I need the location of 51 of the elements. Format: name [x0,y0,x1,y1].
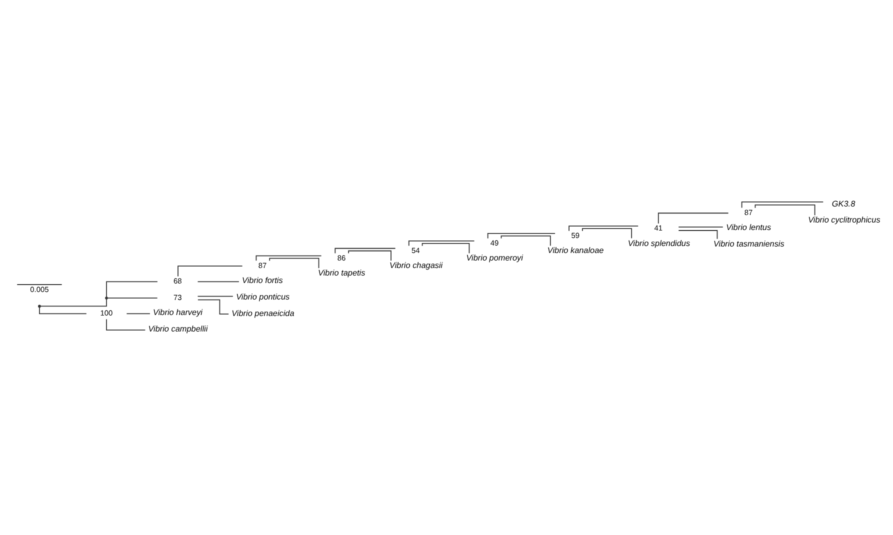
node-text: Vibrio splendidus [628,238,690,248]
node-text: Vibrio kanaloae [547,246,604,256]
connector [568,226,639,232]
node-text: Vibrio harveyi [153,308,203,318]
connector [256,255,322,262]
connector [678,226,724,228]
connector [126,313,150,314]
node-text: 87 [744,208,753,217]
connector [741,202,824,208]
connector [348,250,392,262]
node-text: Vibrio pomeroyi [466,254,523,263]
node-text: Vibrio cyclitrophicus [808,216,880,225]
node-text: 59 [571,231,580,240]
node-text: 87 [258,260,267,270]
connector [658,212,729,224]
node-text: 86 [337,253,346,262]
connector [500,236,551,246]
connector [422,242,470,254]
node-text: GK3.8 [832,199,856,208]
connector [197,281,240,282]
node-text: Vibrio campbellii [148,324,208,334]
connector [40,298,107,307]
node-text: 41 [654,224,663,233]
connector [106,281,158,298]
connector [334,248,396,254]
connector [754,204,816,216]
connector [269,258,320,269]
node-text: 73 [173,292,182,302]
connector [178,266,243,277]
connector [408,240,475,246]
connector [487,233,556,239]
node-text: Vibrio lentus [726,223,772,232]
node-text: Vibrio penaeicida [232,308,294,318]
node-text: 100 [100,308,113,318]
connector [678,230,718,240]
label: 0.005 [30,285,49,294]
node-text: Vibrio fortis [242,276,283,285]
node-text: Vibrio tapetis [318,268,366,278]
node-text: Vibrio ponticus [236,292,290,302]
connector [582,228,632,239]
connector [197,296,234,297]
connector [197,299,230,314]
node-point [38,304,41,308]
node-text: 49 [490,238,499,248]
node-text: Vibrio tasmaniensis [714,239,784,248]
node-text: 54 [411,246,420,255]
node-point [105,296,108,300]
node-text: Vibrio chagasii [390,261,443,270]
node-text: 68 [173,276,182,286]
connector [106,318,146,331]
connector [39,306,87,314]
